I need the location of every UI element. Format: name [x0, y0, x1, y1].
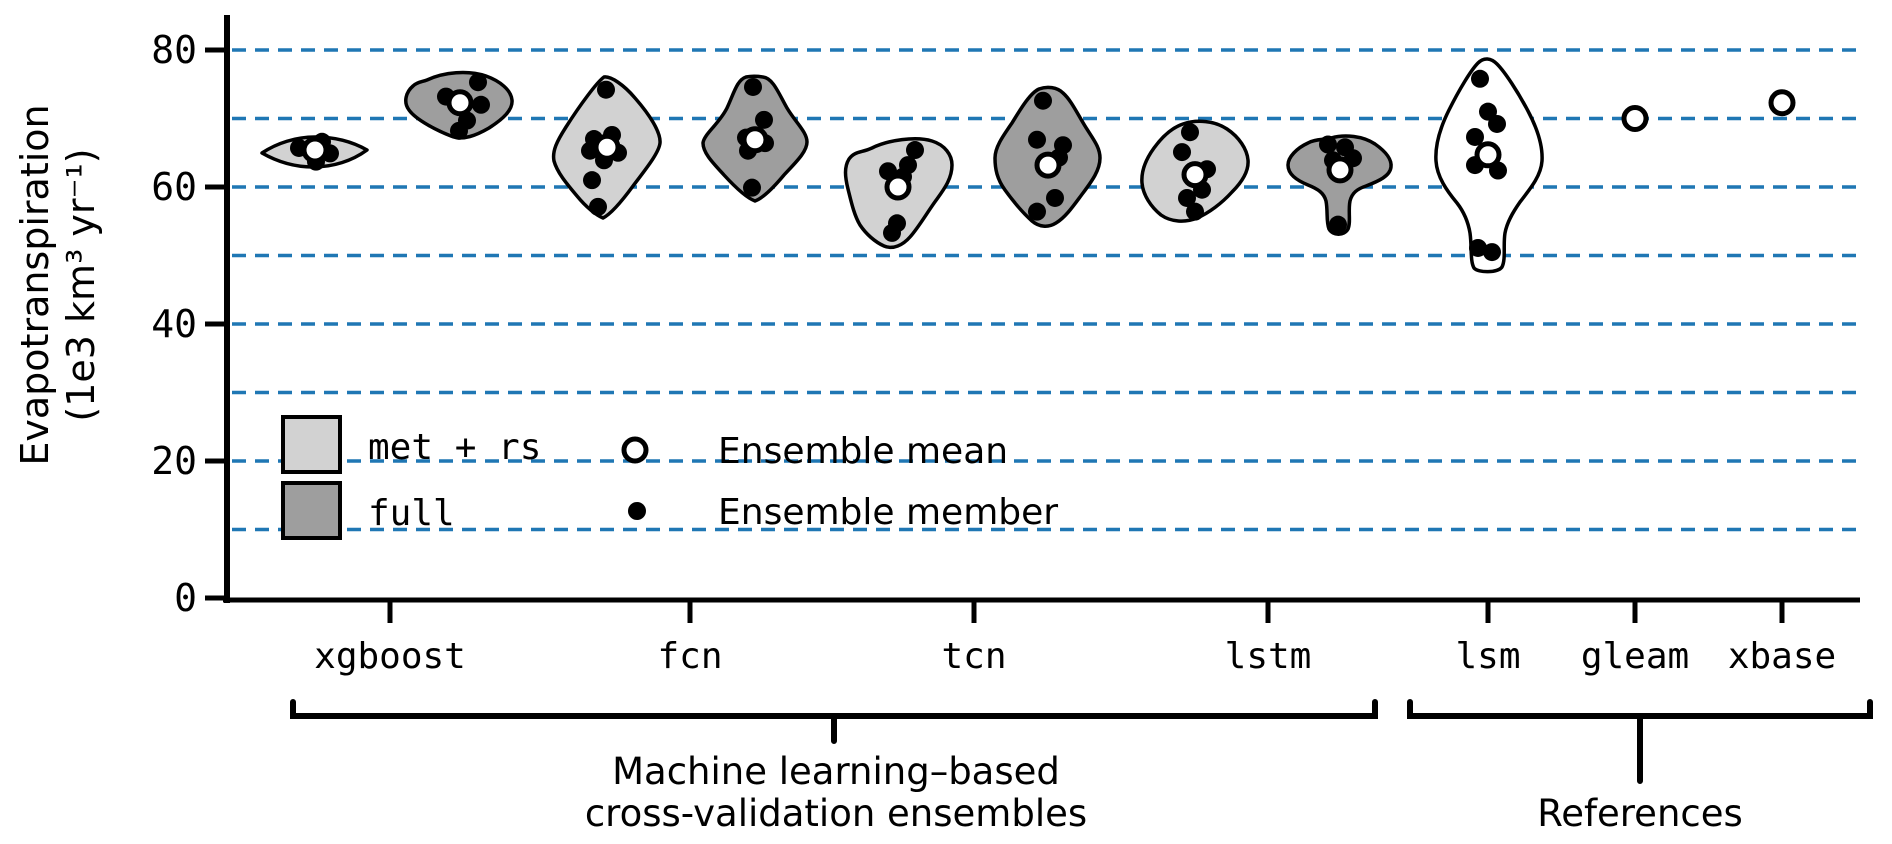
y-axis-ticks: 0 20 40 60 80 — [151, 28, 228, 620]
member-dot-xgboost-full — [450, 121, 468, 140]
member-dot-fcn-full — [743, 178, 761, 197]
member-dot-fcn-met-rs — [589, 197, 607, 216]
ml-group-label-line1: Machine learning–based — [612, 750, 1060, 793]
member-dot-tcn-met-rs — [883, 223, 901, 242]
mean-marker-fcn-full — [741, 126, 769, 154]
legend-label-ensemble-mean: Ensemble mean — [718, 431, 1008, 472]
x-tick-label-fcn: fcn — [657, 636, 722, 677]
x-tick-label-lsm: lsm — [1455, 636, 1520, 677]
member-dot-fcn-full — [755, 110, 773, 129]
mean-marker-lstm-met-rs — [1181, 161, 1209, 189]
violin-layer — [260, 57, 1796, 274]
ml-group-bracket — [290, 699, 1378, 744]
member-dot-lsm-reference — [1488, 114, 1506, 133]
member-dot-xgboost-full — [469, 73, 487, 92]
mean-marker-xgboost-met-rs — [301, 136, 329, 164]
y-tick-label-80: 80 — [151, 28, 197, 72]
x-axis-ticks: xgboost fcn tcn lstm lsm gleam xbase — [314, 600, 1836, 677]
x-tick-label-xbase: xbase — [1728, 636, 1836, 677]
member-dot-tcn-met-rs — [906, 141, 924, 160]
references-group-bracket — [1407, 699, 1873, 784]
member-dot-xgboost-full — [472, 95, 490, 114]
member-dot-lsm-reference — [1479, 102, 1497, 121]
legend-label-met-rs: met + rs — [368, 427, 541, 468]
member-dot-lstm-met-rs — [1178, 188, 1196, 207]
legend-label-ensemble-member: Ensemble member — [718, 492, 1058, 533]
mean-marker-tcn-full — [1034, 151, 1062, 179]
mean-marker-fcn-met-rs — [593, 133, 621, 161]
member-dot-fcn-full — [744, 77, 762, 96]
legend-swatch-full — [281, 481, 342, 540]
legend-ensemble-mean-icon — [621, 436, 649, 464]
member-dot-lsm-reference — [1466, 127, 1484, 146]
mean-marker-xgboost-full — [446, 89, 474, 117]
y-tick-label-40: 40 — [151, 302, 197, 346]
member-dot-lstm-met-rs — [1186, 202, 1204, 221]
legend-label-full: full — [368, 493, 455, 534]
mean-marker-gleam — [1621, 105, 1649, 132]
member-dot-fcn-met-rs — [583, 171, 601, 190]
ml-group-label-line2: cross-validation ensembles — [585, 792, 1087, 835]
y-tick-label-60: 60 — [151, 165, 197, 209]
member-dot-tcn-full — [1034, 91, 1052, 110]
mean-marker-lsm-reference — [1474, 141, 1502, 169]
x-tick-label-gleam: gleam — [1581, 636, 1689, 677]
references-group-label: References — [1537, 792, 1743, 835]
x-tick-label-xgboost: xgboost — [314, 636, 466, 677]
member-dot-lstm-full — [1319, 135, 1337, 154]
member-dot-lsm-reference — [1471, 69, 1489, 88]
x-tick-label-lstm: lstm — [1225, 636, 1312, 677]
violin-lstm-full — [1286, 134, 1393, 236]
legend-ensemble-member-icon — [628, 502, 646, 520]
mean-marker-lstm-full — [1326, 156, 1354, 184]
member-dot-tcn-full — [1046, 188, 1064, 207]
y-axis-label-line1: Evapotranspiration — [13, 104, 57, 465]
member-dot-lsm-reference — [1469, 238, 1487, 257]
member-dot-lstm-full — [1329, 215, 1347, 234]
y-tick-label-20: 20 — [151, 439, 197, 483]
member-dot-lsm-reference — [1483, 243, 1501, 262]
member-dot-lstm-met-rs — [1173, 143, 1191, 162]
member-dot-fcn-met-rs — [597, 80, 615, 99]
member-dot-tcn-full — [1028, 202, 1046, 221]
legend: met + rs full Ensemble mean Ensemble mem… — [281, 415, 1058, 540]
mean-marker-tcn-met-rs — [884, 173, 912, 201]
y-tick-label-0: 0 — [174, 576, 197, 620]
x-tick-label-tcn: tcn — [941, 636, 1006, 677]
mean-marker-xbase — [1768, 89, 1796, 117]
member-dot-tcn-full — [1028, 130, 1046, 149]
y-axis-label-line2: (1e3 km³ yr⁻¹) — [59, 148, 103, 421]
legend-swatch-met-rs — [281, 415, 342, 474]
member-dot-lstm-met-rs — [1181, 123, 1199, 142]
